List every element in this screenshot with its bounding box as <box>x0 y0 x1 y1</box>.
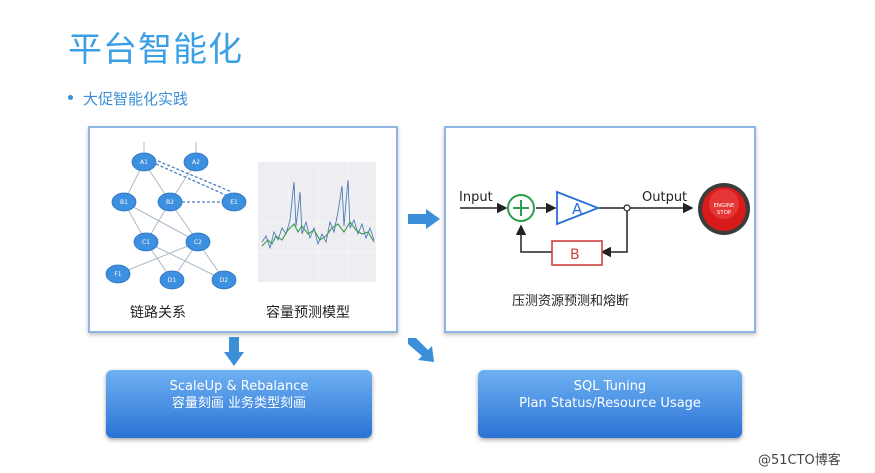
node-C2 <box>185 232 211 252</box>
node-A2 <box>183 152 209 172</box>
block-a-label: A <box>572 200 583 218</box>
arrow-down <box>224 337 244 366</box>
scaleup-line2: 容量刻画 业务类型刻画 <box>171 396 307 411</box>
input-label: Input <box>459 190 493 205</box>
svg-text:C2: C2 <box>194 239 202 246</box>
node-D1 <box>159 270 185 290</box>
engine-stop-icon: ENGINE STOP <box>698 183 750 235</box>
svg-text:C1: C1 <box>142 239 150 246</box>
block-b <box>551 240 603 266</box>
output-label: Output <box>642 190 687 205</box>
bullet-item: 大促智能化实践 <box>68 88 188 109</box>
svg-text:E1: E1 <box>230 199 238 206</box>
svg-text:D1: D1 <box>168 277 177 284</box>
sql-tuning-line2: Plan Status/Resource Usage <box>519 396 701 411</box>
svg-text:B2: B2 <box>166 199 174 206</box>
forecast-series-blue <box>261 179 375 250</box>
node-A1 <box>131 152 157 172</box>
arrow-right <box>408 209 440 229</box>
svg-text:A1: A1 <box>140 159 148 166</box>
bullet-text: 大促智能化实践 <box>83 90 189 108</box>
capacity-forecast-chart <box>258 162 376 282</box>
page-title: 平台智能化 <box>68 30 243 70</box>
circuit-breaker-panel: Input Output A B ENGINE STOP 压测资源预测和熔断 <box>444 126 756 333</box>
svg-text:D2: D2 <box>220 277 229 284</box>
node-B2 <box>157 192 183 212</box>
dependency-graph: A1 A2 B1 B2 E1 C1 C2 F1 D1 D2 <box>105 142 247 290</box>
scaleup-rebalance-box: ScaleUp & Rebalance 容量刻画 业务类型刻画 <box>106 370 372 438</box>
link-graph-panel: A1 A2 B1 B2 E1 C1 C2 F1 D1 D2 链路关系 容量预测模… <box>88 126 398 333</box>
bullet-dot <box>68 95 73 100</box>
svg-text:F1: F1 <box>114 271 121 278</box>
control-loop-diagram: Input Output A B ENGINE STOP <box>459 183 750 266</box>
svg-text:A2: A2 <box>192 159 200 166</box>
arrow-diagonal <box>408 338 434 362</box>
sql-tuning-line1: SQL Tuning <box>573 379 647 394</box>
node-D2 <box>211 270 237 290</box>
link-graph-caption: 链路关系 <box>130 305 186 321</box>
sql-tuning-box: SQL Tuning Plan Status/Resource Usage <box>478 370 742 438</box>
svg-text:STOP: STOP <box>717 210 732 216</box>
node-F1 <box>105 264 131 284</box>
circuit-breaker-caption: 压测资源预测和熔断 <box>512 294 630 309</box>
node-E1 <box>221 192 247 212</box>
block-b-label: B <box>570 247 580 263</box>
node-B1 <box>111 192 137 212</box>
node-C1 <box>133 232 159 252</box>
scaleup-line1: ScaleUp & Rebalance <box>169 379 309 394</box>
svg-text:B1: B1 <box>120 199 128 206</box>
watermark: @51CTO博客 <box>758 453 841 468</box>
forecast-series-green <box>261 221 375 247</box>
forecast-caption: 容量预测模型 <box>266 305 350 321</box>
svg-text:ENGINE: ENGINE <box>713 203 735 209</box>
block-a <box>556 190 601 226</box>
